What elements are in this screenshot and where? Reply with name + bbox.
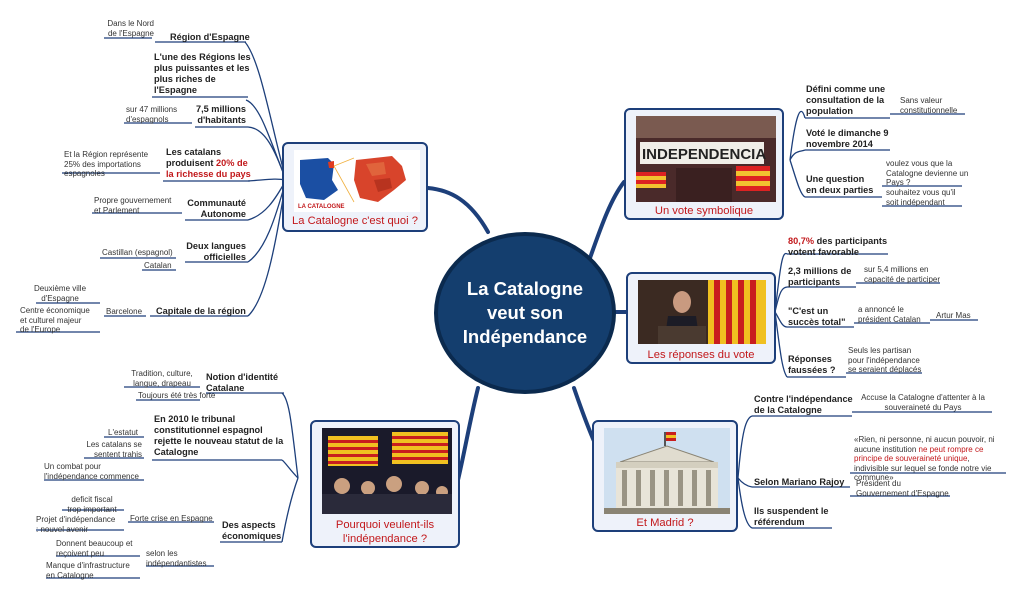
node-identite[interactable]: Notion d'identité Catalane bbox=[206, 372, 279, 393]
node-langue-castillan: Castillan (espagnol) bbox=[102, 248, 173, 257]
card-caption: Un vote symbolique bbox=[654, 205, 754, 217]
central-topic[interactable]: La Catalogne veut son Indépendance bbox=[434, 232, 616, 394]
node-trahis: Les catalans se sentent trahis bbox=[86, 440, 142, 459]
node-president: Président du Gouvernement d'Espagne bbox=[856, 479, 949, 498]
branch-pourquoi bbox=[456, 386, 480, 482]
branch-catalogne bbox=[426, 186, 490, 234]
node-habitants-detail: sur 47 millions d'espagnols bbox=[126, 105, 178, 124]
node-richesse-detail: Et la Région représente 25% des importat… bbox=[64, 150, 149, 178]
card-catalogne[interactable]: LA CATALOGNE La Catalogne c'est quoi ? bbox=[282, 142, 428, 232]
node-crise: Forte crise en Espagne bbox=[130, 514, 213, 523]
card-caption: Pourquoi veulent-ils l'indépendance ? bbox=[335, 519, 435, 545]
node-combat: Un combat pour l'indépendance commence bbox=[44, 462, 139, 481]
protest-photo: INDEPENDENCIA bbox=[636, 116, 776, 202]
node-barcelone: Barcelone bbox=[106, 307, 143, 316]
node-manque: Manque d'infrastructure en Catalogne bbox=[46, 561, 130, 580]
node-rajoy-quote: «Rien, ni personne, ni aucun pouvoir, ni… bbox=[854, 435, 995, 482]
node-faussees[interactable]: Réponses faussées ? bbox=[788, 354, 836, 375]
node-capitale[interactable]: Capitale de la région bbox=[156, 306, 246, 316]
node-projet: Projet d'indépendance : nouvel avenir bbox=[36, 515, 116, 534]
flags-crowd-photo bbox=[322, 428, 452, 514]
catalonia-map-image: LA CATALOGNE bbox=[294, 150, 420, 212]
card-vote[interactable]: INDEPENDENCIA Un vote symbolique bbox=[624, 108, 784, 220]
node-richesse[interactable]: Les catalans produisent 20% de la riches… bbox=[166, 147, 251, 179]
node-deficit: deficit fiscal trop important bbox=[67, 495, 117, 514]
node-langues[interactable]: Deux langues officielles bbox=[186, 241, 246, 262]
card-madrid[interactable]: Et Madrid ? bbox=[592, 420, 738, 532]
node-defini-detail: Sans valeur constitutionnelle bbox=[900, 96, 958, 115]
banner-text: INDEPENDENCIA bbox=[642, 146, 766, 163]
node-selon: selon les indépendantistes bbox=[146, 549, 207, 568]
node-date[interactable]: Voté le dimanche 9 novembre 2014 bbox=[806, 128, 889, 149]
node-artur-mas: Artur Mas bbox=[936, 311, 971, 320]
president-photo bbox=[638, 280, 766, 344]
card-caption: Les réponses du vote bbox=[647, 349, 755, 361]
node-question[interactable]: Une question en deux parties bbox=[806, 174, 874, 195]
node-communaute-detail: Propre gouvernement et Parlement bbox=[94, 196, 172, 215]
node-langue-catalan: Catalan bbox=[144, 261, 172, 270]
node-barcelone-ville: Deuxième ville d'Espagne bbox=[34, 284, 87, 303]
node-region-detail: Dans le Nord de l'Espagne bbox=[107, 19, 154, 38]
node-identite-tradition: Tradition, culture, langue, drapeau bbox=[131, 369, 193, 388]
node-rajoy[interactable]: Selon Mariano Rajoy bbox=[754, 477, 845, 487]
node-contre-detail: Accuse la Catalogne d'attenter à la souv… bbox=[861, 393, 985, 412]
node-economiques[interactable]: Des aspects économiques bbox=[222, 520, 282, 541]
node-donnent: Donnent beaucoup et reçoivent peu bbox=[56, 539, 133, 558]
node-pourcentage[interactable]: 80,7% des participants votent favorable bbox=[788, 236, 888, 257]
card-pourquoi[interactable]: Pourquoi veulent-ils l'indépendance ? bbox=[310, 420, 460, 548]
node-faussees-detail: Seuls les partisan pour l'indépendance s… bbox=[848, 346, 922, 374]
node-barcelone-centre: Centre économique et culturel majeur de … bbox=[20, 306, 90, 334]
map-label: LA CATALOGNE bbox=[298, 204, 345, 210]
node-region[interactable]: Région d'Espagne bbox=[170, 32, 250, 42]
node-defini[interactable]: Défini comme une consultation de la popu… bbox=[806, 84, 886, 116]
node-puissante[interactable]: L'une des Régions les plus puissantes et… bbox=[154, 52, 251, 95]
parliament-photo bbox=[604, 428, 730, 514]
branch-vote bbox=[588, 180, 626, 260]
card-reponses[interactable]: Les réponses du vote bbox=[626, 272, 776, 364]
node-succes-detail: a annoncé le président Catalan bbox=[858, 305, 921, 324]
node-contre[interactable]: Contre l'indépendance de la Catalogne bbox=[754, 394, 853, 415]
node-habitants[interactable]: 7,5 millions d'habitants bbox=[195, 104, 246, 125]
node-question-2: souhaitez vous qu'il soit indépendant bbox=[886, 188, 956, 207]
node-participants[interactable]: 2,3 millions de participants bbox=[788, 266, 852, 287]
node-identite-forte: Toujours été très forte bbox=[138, 391, 216, 400]
node-question-1: voulez vous que la Catalogne devienne un… bbox=[886, 159, 969, 187]
card-caption: Et Madrid ? bbox=[636, 517, 694, 529]
node-referendum[interactable]: Ils suspendent le référendum bbox=[754, 506, 829, 527]
node-estatut: L'estatut bbox=[108, 428, 138, 437]
node-succes[interactable]: "C'est un succès total" bbox=[788, 306, 846, 327]
node-tribunal[interactable]: En 2010 le tribunal constitutionnel espa… bbox=[154, 414, 284, 457]
card-caption: La Catalogne c'est quoi ? bbox=[292, 215, 418, 227]
node-participants-detail: sur 5,4 millions en capacité de particip… bbox=[864, 265, 941, 284]
node-communaute[interactable]: Communauté Autonome bbox=[187, 198, 246, 219]
